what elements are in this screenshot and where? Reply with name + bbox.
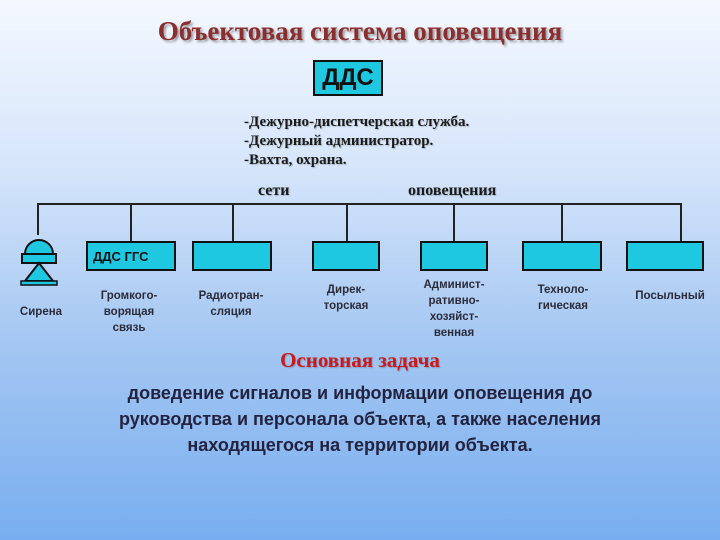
caption-director: Дирек- торская xyxy=(323,284,369,312)
network-label-left: сети xyxy=(258,182,290,199)
drop-line xyxy=(680,203,682,241)
dds-line-duty-service: -Дежурно-диспетчерская служба. xyxy=(244,114,470,130)
box-radio xyxy=(192,241,272,271)
drop-line xyxy=(346,203,348,241)
box-admin xyxy=(420,241,488,271)
caption-radio: Радиотран- сляция xyxy=(198,290,264,318)
drop-line xyxy=(37,203,39,235)
network-label-right: оповещения xyxy=(408,182,497,199)
box-tech xyxy=(522,241,602,271)
caption-loudspeaker: Громкого- ворящая связь xyxy=(100,290,158,334)
caption-admin: Админист- ративно- хозяйст- венная xyxy=(423,279,485,339)
drop-line xyxy=(130,203,132,241)
siren-icon xyxy=(20,239,58,286)
main-task-line: руководства и персонала объекта, а также… xyxy=(118,409,602,429)
caption-tech: Техноло- гическая xyxy=(537,284,589,312)
main-task-text: доведение сигналов и информации оповещен… xyxy=(40,380,680,458)
dds-box: ДДС xyxy=(313,60,383,96)
box-dds-ggs-label: ДДС ГГС xyxy=(93,249,149,264)
dds-description: -Дежурно-диспетчерская служба. -Дежурный… xyxy=(244,113,469,170)
caption-courier: Посыльный xyxy=(635,290,705,302)
main-task-line: доведение сигналов и информации оповещен… xyxy=(127,383,593,403)
page-title: Объектовая система оповещения xyxy=(157,16,563,46)
drop-line xyxy=(453,203,455,241)
box-courier xyxy=(626,241,704,271)
network-bus-line xyxy=(37,203,682,205)
dds-line-administrator: -Дежурный администратор. xyxy=(244,133,434,149)
drop-line xyxy=(232,203,234,241)
caption-siren: Сирена xyxy=(19,306,63,318)
box-director xyxy=(312,241,380,271)
box-dds-ggs: ДДС ГГС xyxy=(86,241,176,271)
dds-line-guard: -Вахта, охрана. xyxy=(244,152,347,168)
drop-line xyxy=(561,203,563,241)
main-task-title: Основная задача xyxy=(280,348,440,372)
main-task-line: находящегося на территории объекта. xyxy=(187,435,533,455)
